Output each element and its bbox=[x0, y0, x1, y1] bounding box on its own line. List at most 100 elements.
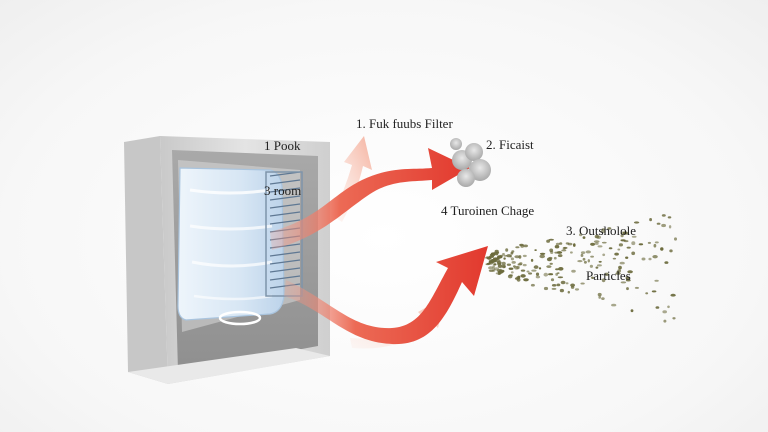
particle bbox=[672, 317, 676, 320]
particle bbox=[539, 252, 546, 255]
particle bbox=[653, 243, 657, 248]
particle bbox=[620, 231, 626, 236]
particle bbox=[551, 284, 557, 287]
particle bbox=[571, 269, 576, 273]
particle bbox=[489, 255, 494, 258]
particle bbox=[546, 265, 552, 268]
particle bbox=[651, 290, 657, 293]
particle bbox=[663, 319, 667, 323]
particle bbox=[518, 255, 522, 259]
particle bbox=[608, 247, 613, 250]
room-label-line2: 3 room bbox=[264, 183, 302, 198]
particle bbox=[596, 235, 602, 239]
particles-label-line2: Particles bbox=[586, 268, 631, 283]
particle bbox=[563, 246, 568, 249]
particle bbox=[565, 242, 570, 245]
particle bbox=[510, 271, 514, 274]
particle bbox=[583, 260, 587, 264]
particle bbox=[656, 222, 661, 225]
particle bbox=[551, 287, 557, 290]
particle bbox=[655, 306, 660, 309]
particle bbox=[528, 272, 533, 275]
particle bbox=[490, 252, 496, 257]
particle bbox=[602, 253, 606, 257]
particle bbox=[520, 269, 526, 272]
particle bbox=[589, 264, 594, 268]
particle bbox=[667, 305, 670, 309]
particle bbox=[510, 251, 514, 255]
particle bbox=[499, 254, 504, 257]
particle bbox=[597, 245, 603, 248]
room-label: 1 Pook 3 room bbox=[264, 108, 301, 228]
particle bbox=[594, 242, 599, 245]
particle bbox=[522, 254, 527, 258]
particle bbox=[598, 295, 601, 299]
particle bbox=[543, 286, 549, 291]
particle bbox=[560, 280, 566, 285]
particle bbox=[539, 254, 545, 259]
ficaist-label: 2. Ficaist bbox=[486, 137, 534, 152]
lower-airflow-arrow bbox=[284, 246, 488, 345]
particle bbox=[559, 288, 565, 293]
particle bbox=[523, 278, 529, 282]
particle bbox=[496, 257, 500, 260]
particle bbox=[580, 282, 585, 285]
particle bbox=[638, 243, 644, 246]
particle bbox=[514, 255, 520, 259]
particle bbox=[517, 275, 521, 279]
particle bbox=[600, 229, 606, 234]
particle bbox=[555, 268, 560, 271]
particle bbox=[577, 260, 583, 263]
particle bbox=[557, 254, 563, 258]
particle bbox=[630, 309, 634, 313]
particle bbox=[617, 269, 621, 273]
particle bbox=[523, 244, 528, 248]
particle bbox=[531, 269, 537, 272]
particle-cluster-icon bbox=[484, 214, 677, 323]
particle bbox=[670, 293, 676, 297]
particle bbox=[534, 249, 537, 252]
particle bbox=[601, 278, 606, 283]
particle bbox=[625, 276, 630, 280]
particle bbox=[526, 270, 530, 273]
particle bbox=[661, 214, 666, 217]
particle bbox=[573, 243, 576, 247]
particle bbox=[485, 263, 490, 266]
particle bbox=[645, 292, 649, 295]
particle bbox=[614, 252, 619, 256]
particle bbox=[667, 216, 672, 219]
particle bbox=[553, 256, 557, 260]
particle bbox=[549, 248, 554, 253]
particle bbox=[668, 225, 672, 229]
particle bbox=[530, 283, 535, 287]
particle bbox=[502, 253, 505, 256]
particle bbox=[625, 256, 629, 259]
particle bbox=[570, 251, 573, 254]
particle bbox=[611, 303, 617, 307]
particle bbox=[590, 255, 594, 258]
particle bbox=[499, 268, 502, 272]
particle bbox=[556, 251, 563, 254]
particle bbox=[506, 254, 512, 258]
particle bbox=[548, 238, 554, 241]
particle bbox=[510, 257, 514, 261]
particle bbox=[538, 267, 542, 270]
particle bbox=[631, 251, 636, 256]
particle bbox=[505, 248, 509, 252]
particle bbox=[633, 221, 640, 224]
particle bbox=[488, 266, 494, 270]
particle bbox=[565, 282, 569, 285]
particle bbox=[607, 227, 612, 230]
particle bbox=[488, 269, 495, 272]
particle bbox=[501, 261, 506, 266]
particle bbox=[495, 259, 501, 263]
particle bbox=[580, 253, 584, 257]
particle bbox=[660, 247, 664, 251]
particle bbox=[598, 260, 602, 263]
particle bbox=[619, 267, 622, 270]
particle bbox=[554, 245, 560, 249]
particle bbox=[530, 258, 534, 262]
particle bbox=[550, 278, 555, 282]
particle bbox=[620, 281, 627, 284]
particle bbox=[515, 246, 520, 249]
